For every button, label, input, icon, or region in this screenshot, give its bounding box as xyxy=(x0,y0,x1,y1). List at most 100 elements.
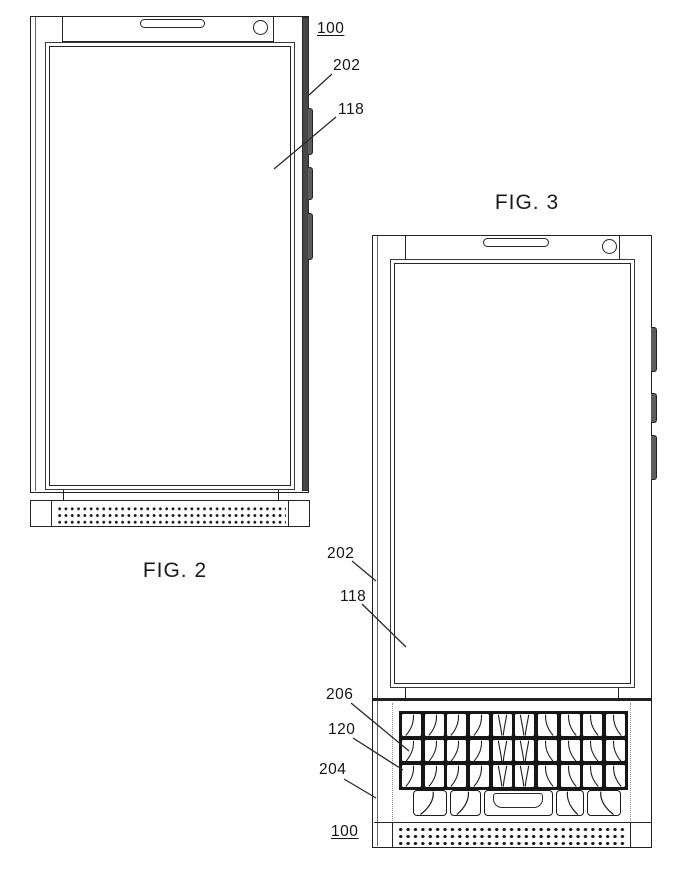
key-sculpt-curve xyxy=(561,740,580,762)
key-sculpt-curve xyxy=(447,740,466,762)
fig3-bottom-key-2 xyxy=(450,790,481,816)
fig2-earpiece-band xyxy=(62,16,274,42)
fig3-key-r2c2 xyxy=(423,738,445,763)
fig3-left-inner-edge-lower xyxy=(376,701,378,846)
key-sculpt-curve xyxy=(493,740,512,762)
key-sculpt-curve xyxy=(425,765,444,787)
fig2-speaker-cap-right xyxy=(288,500,310,527)
fig3-speaker-grille-icon xyxy=(395,824,628,846)
fig3-key-r3c2 xyxy=(423,764,445,788)
key-sculpt-curve xyxy=(447,765,466,787)
key-sculpt-curve xyxy=(402,714,421,736)
key-sculpt-curve xyxy=(402,740,421,762)
fig3-key-r3c5 xyxy=(491,764,513,788)
fig3-key-r1c2 xyxy=(423,713,445,737)
fig2-leader-202 xyxy=(308,73,333,96)
key-sculpt-curve xyxy=(588,791,620,815)
fig2-ref-202: 202 xyxy=(333,57,361,74)
key-sculpt-curve xyxy=(414,791,446,815)
fig3-key-r3c8 xyxy=(559,764,581,788)
fig3-bottom-key-3 xyxy=(556,790,584,816)
key-sculpt-curve xyxy=(515,714,534,736)
fig3-key-r1c3 xyxy=(446,713,468,737)
key-sculpt-curve xyxy=(557,791,583,815)
key-sculpt-curve xyxy=(425,740,444,762)
key-sculpt-curve xyxy=(606,765,625,787)
fig3-key-r2c7 xyxy=(536,738,559,763)
fig3-key-r1c7 xyxy=(536,713,559,737)
key-sculpt-curve xyxy=(538,740,557,762)
fig2-caption: FIG. 2 xyxy=(142,559,208,582)
fig3-key-r2c3 xyxy=(446,738,468,763)
fig3-key-r1c9 xyxy=(582,713,604,737)
fig2-slider-tick-right xyxy=(277,490,279,500)
key-sculpt-curve xyxy=(583,714,602,736)
key-sculpt-curve xyxy=(583,765,602,787)
fig3-slider-tick-left xyxy=(404,688,406,700)
key-sculpt-curve xyxy=(561,714,580,736)
fig3-key-r3c10 xyxy=(604,764,626,788)
fig3-key-r3c7 xyxy=(536,764,559,788)
fig3-ref-100: 100 xyxy=(331,823,359,840)
fig3-key-r1c10 xyxy=(604,713,626,737)
fig3-side-button-3 xyxy=(651,435,657,480)
key-sculpt-curve xyxy=(515,765,534,787)
fig2-speaker-cap-left xyxy=(30,500,52,527)
fig3-ref-206: 206 xyxy=(326,686,354,703)
key-sculpt-curve xyxy=(470,714,489,736)
key-sculpt-curve xyxy=(470,740,489,762)
fig2-side-button-2 xyxy=(307,167,313,200)
fig3-key-r3c4 xyxy=(468,764,491,788)
fig3-hidden-rail-left xyxy=(392,703,393,821)
fig3-front-camera-icon xyxy=(601,238,617,254)
fig2-speaker-grille-icon xyxy=(55,503,286,524)
key-sculpt-curve xyxy=(451,791,480,815)
fig3-side-button-1 xyxy=(651,327,657,372)
fig3-caption: FIG. 3 xyxy=(494,191,560,214)
fig3-slider-tick-right xyxy=(617,688,619,700)
fig3-key-r1c6 xyxy=(514,713,536,737)
fig2-earpiece-speaker-slot-icon xyxy=(140,19,205,28)
fig3-key-r1c5 xyxy=(491,713,513,737)
key-sculpt-curve xyxy=(470,765,489,787)
fig2-front-camera-icon xyxy=(253,20,268,35)
key-sculpt-curve xyxy=(538,765,557,787)
fig3-speaker-cap-left xyxy=(374,822,393,847)
key-sculpt-curve xyxy=(538,714,557,736)
fig3-key-r3c9 xyxy=(582,764,604,788)
fig2-ref-100: 100 xyxy=(317,20,345,37)
fig3-key-r2c6 xyxy=(514,738,536,763)
fig3-bottom-speaker-band xyxy=(373,822,651,847)
fig3-bottom-key-4 xyxy=(587,790,621,816)
fig3-speaker-cap-right xyxy=(630,822,651,847)
key-sculpt-curve xyxy=(606,714,625,736)
fig2-side-button-3 xyxy=(307,213,313,260)
fig3-key-r2c10 xyxy=(604,738,626,763)
fig3-display-118 xyxy=(394,263,631,684)
key-sculpt-curve xyxy=(515,740,534,762)
key-sculpt-curve xyxy=(493,765,512,787)
fig2-left-inner-edge xyxy=(34,17,36,491)
fig3-ref-202: 202 xyxy=(327,545,355,562)
fig3-keyboard-120 xyxy=(399,711,628,790)
fig3-key-r3c3 xyxy=(446,764,468,788)
key-sculpt-curve xyxy=(606,740,625,762)
fig2-slider-tick-left xyxy=(62,490,64,500)
key-sculpt-curve xyxy=(583,740,602,762)
fig3-bottom-key-1 xyxy=(413,790,447,816)
fig3-ref-204: 204 xyxy=(319,761,347,778)
fig3-key-r1c4 xyxy=(468,713,491,737)
fig2-side-button-1 xyxy=(307,108,313,155)
fig3-key-r1c1 xyxy=(401,713,423,737)
fig3-key-r1c8 xyxy=(559,713,581,737)
fig3-left-inner-edge-upper xyxy=(376,236,378,698)
fig3-key-r2c5 xyxy=(491,738,513,763)
fig3-key-r3c1 xyxy=(401,764,423,788)
key-sculpt-curve xyxy=(425,714,444,736)
fig2-ref-118: 118 xyxy=(338,101,365,118)
fig3-earpiece-speaker-slot-icon xyxy=(483,237,549,247)
fig3-spacebar-key xyxy=(484,790,553,816)
fig3-key-r3c6 xyxy=(514,764,536,788)
fig3-hidden-rail-right xyxy=(630,703,631,821)
